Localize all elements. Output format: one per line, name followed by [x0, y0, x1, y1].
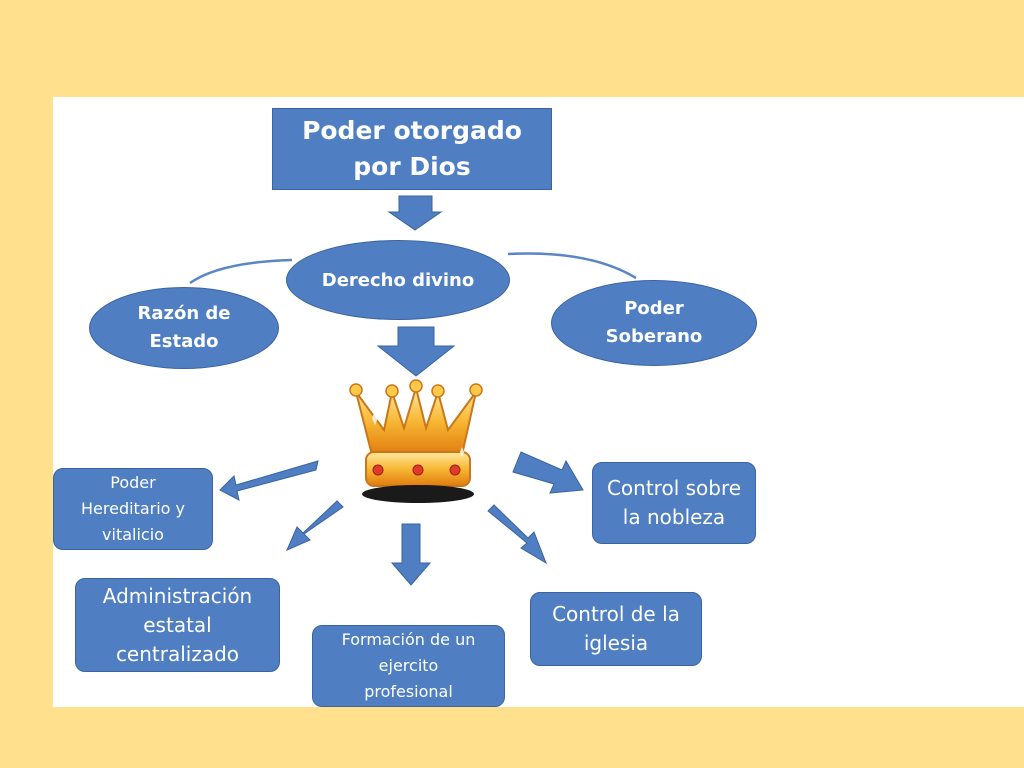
connector-right — [507, 252, 637, 280]
arrow-down-2 — [376, 326, 456, 377]
node-control-nobleza: Control sobre la nobleza — [592, 462, 756, 544]
arrow-to-hereditario — [219, 460, 319, 501]
node-derecho-divino: Derecho divino — [286, 240, 510, 320]
node-formacion-ejercito: Formación de un ejercito profesional — [312, 625, 505, 707]
node-razon-de-estado: Razón de Estado — [89, 287, 279, 369]
node-administracion-estatal: Administración estatal centralizado — [75, 578, 280, 672]
crown-icon — [349, 379, 483, 503]
node-poder-soberano: Poder Soberano — [551, 280, 757, 366]
arrow-to-formacion — [390, 523, 432, 586]
connector-left — [189, 258, 293, 285]
arrow-to-nobleza — [512, 451, 584, 494]
arrow-to-iglesia — [487, 504, 547, 565]
node-control-iglesia: Control de la iglesia — [530, 592, 702, 666]
node-poder-hereditario: Poder Hereditario y vitalicio — [53, 468, 213, 550]
node-poder-otorgado: Poder otorgado por Dios — [272, 108, 552, 190]
arrow-to-administracion — [286, 500, 344, 551]
arrow-down-1 — [387, 195, 443, 231]
